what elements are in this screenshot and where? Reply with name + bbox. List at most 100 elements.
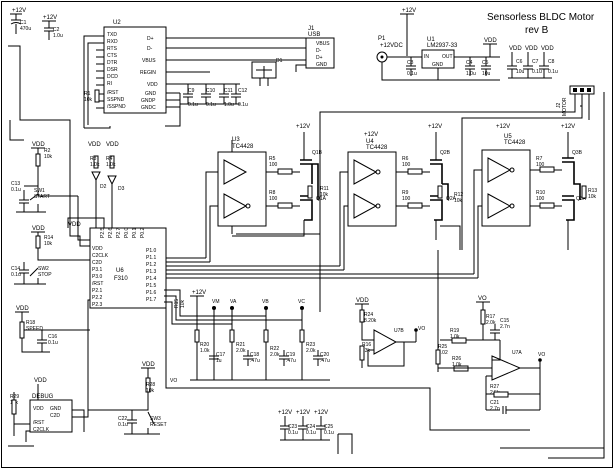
svg-text:DSR: DSR <box>107 67 118 73</box>
svg-text:0.1u: 0.1u <box>238 102 248 108</box>
svg-text:P2.1: P2.1 <box>92 288 103 294</box>
svg-text:1.0u: 1.0u <box>224 102 234 108</box>
svg-text:C3: C3 <box>407 60 414 66</box>
svg-text:C20: C20 <box>320 352 329 358</box>
svg-text:C10: C10 <box>206 88 215 94</box>
gate-driver-u4: +12V U4 TC4428 R6 100 R9 100 <box>347 132 430 227</box>
speed-pot-section: VDD R18 SPEED C16 0.1u <box>15 306 90 353</box>
svg-text:1.0k: 1.0k <box>106 162 116 168</box>
svg-text:VB: VB <box>262 299 269 305</box>
svg-text:F310: F310 <box>114 276 128 282</box>
svg-text:+12V: +12V <box>278 410 292 416</box>
svg-text:1.0k: 1.0k <box>200 348 210 354</box>
svg-text:VA: VA <box>230 299 237 305</box>
svg-text:P2.5: P2.5 <box>100 227 106 238</box>
svg-text:R3: R3 <box>90 156 97 162</box>
svg-text:C21: C21 <box>490 400 499 406</box>
svg-text:R18: R18 <box>26 320 35 326</box>
svg-text:10k: 10k <box>44 154 53 160</box>
svg-text:P2.3: P2.3 <box>92 302 103 308</box>
svg-text:R23: R23 <box>306 342 315 348</box>
svg-text:U6: U6 <box>116 268 124 274</box>
svg-text:13k: 13k <box>362 348 371 354</box>
svg-text:SW3: SW3 <box>150 416 161 422</box>
svg-text:R7: R7 <box>536 156 543 162</box>
svg-text:VDD: VDD <box>33 406 44 412</box>
svg-text:2.7n: 2.7n <box>490 406 500 412</box>
svg-text:J1: J1 <box>308 26 315 32</box>
svg-text:0.02: 0.02 <box>438 350 448 356</box>
r1-ref: R1 <box>84 91 91 97</box>
svg-text:1u: 1u <box>216 358 222 364</box>
svg-text:C24: C24 <box>306 424 315 430</box>
u7b-opamp-icon <box>373 329 398 355</box>
c1-ref: C1 <box>20 20 27 26</box>
svg-text:R17: R17 <box>486 314 495 320</box>
svg-text:SSPND: SSPND <box>107 97 125 103</box>
svg-text:VM: VM <box>212 299 220 305</box>
svg-text:U5: U5 <box>504 134 512 140</box>
svg-text:+12V: +12V <box>402 8 416 14</box>
svg-text:R26: R26 <box>452 356 461 362</box>
svg-text:R29: R29 <box>10 394 19 400</box>
svg-text:LM2937-33: LM2937-33 <box>427 43 458 49</box>
svg-text:R14: R14 <box>44 235 53 241</box>
svg-text:VDD: VDD <box>106 142 119 148</box>
svg-text:P1.5: P1.5 <box>146 283 157 289</box>
svg-text:P2.6: P2.6 <box>108 227 114 238</box>
svg-text:0.1u: 0.1u <box>324 430 334 436</box>
c1-value: 470u <box>20 26 31 32</box>
svg-text:RI: RI <box>107 81 112 87</box>
svg-text:VDD: VDD <box>147 82 158 88</box>
svg-text:GND: GND <box>145 91 157 97</box>
svg-text:R6: R6 <box>402 156 409 162</box>
svg-text:Q3A: Q3A <box>576 196 587 202</box>
led-d2-icon <box>91 171 101 182</box>
svg-text:VDD: VDD <box>484 38 497 44</box>
svg-text:P1: P1 <box>378 36 386 42</box>
svg-text:R11: R11 <box>320 186 329 192</box>
svg-text:+12VDC: +12VDC <box>380 43 404 49</box>
caps-c9-c12: C9 0.1u C10 0.1u C11 1.0u C12 0.1u <box>180 84 248 108</box>
svg-text:P1.6: P1.6 <box>146 290 157 296</box>
title-text: Sensorless BLDC Motor <box>487 12 595 23</box>
svg-text:VDD: VDD <box>92 246 103 252</box>
svg-text:RTS: RTS <box>107 46 118 52</box>
svg-text:U7A: U7A <box>512 350 522 356</box>
svg-text:RXD: RXD <box>107 39 118 45</box>
svg-text:C25: C25 <box>324 424 333 430</box>
svg-text:P1.0: P1.0 <box>146 248 157 254</box>
svg-text:R12: R12 <box>454 192 463 198</box>
svg-text:R9: R9 <box>402 190 409 196</box>
svg-text:C2CLK: C2CLK <box>92 253 109 259</box>
j2-motor-connector: J2 MOTOR <box>319 85 595 312</box>
svg-text:2.0k: 2.0k <box>306 348 316 354</box>
svg-text:P0.0: P0.0 <box>124 227 130 238</box>
svg-text:VO: VO <box>170 378 177 384</box>
svg-text:P1.4: P1.4 <box>146 276 157 282</box>
svg-text:P0.1: P0.1 <box>132 227 138 238</box>
svg-text:VDD: VDD <box>32 142 45 148</box>
svg-text:+12V: +12V <box>428 124 442 130</box>
svg-text:/SSPND: /SSPND <box>107 104 126 110</box>
u7a-opamp-icon <box>491 355 522 381</box>
svg-text:0.1u: 0.1u <box>532 69 542 75</box>
svg-text:C2D: C2D <box>92 260 102 266</box>
svg-text:VDD: VDD <box>16 306 29 312</box>
svg-text:R27: R27 <box>490 384 499 390</box>
svg-text:U4: U4 <box>366 139 374 145</box>
svg-text:D3: D3 <box>118 186 125 192</box>
svg-text:0.1u: 0.1u <box>11 272 21 278</box>
svg-text:STOP: STOP <box>38 272 52 278</box>
svg-text:Q1B: Q1B <box>312 150 323 156</box>
svg-text:C17: C17 <box>216 352 225 358</box>
bulk-caps-bottom: +12V +12V +12V C23 0.1u C24 0.1u C25 0.1… <box>278 410 353 454</box>
svg-text:D2: D2 <box>100 184 107 190</box>
stop-switch-section: VDD R14 10k C14 0.1u SW2 STOP <box>11 226 80 285</box>
svg-text:C22: C22 <box>118 416 127 422</box>
gate-driver-u5: +12V U5 TC4428 R7 100 R10 100 <box>481 124 562 227</box>
svg-text:C23: C23 <box>288 424 297 430</box>
svg-text:P1.1: P1.1 <box>146 255 157 261</box>
svg-text:USB: USB <box>308 32 320 38</box>
